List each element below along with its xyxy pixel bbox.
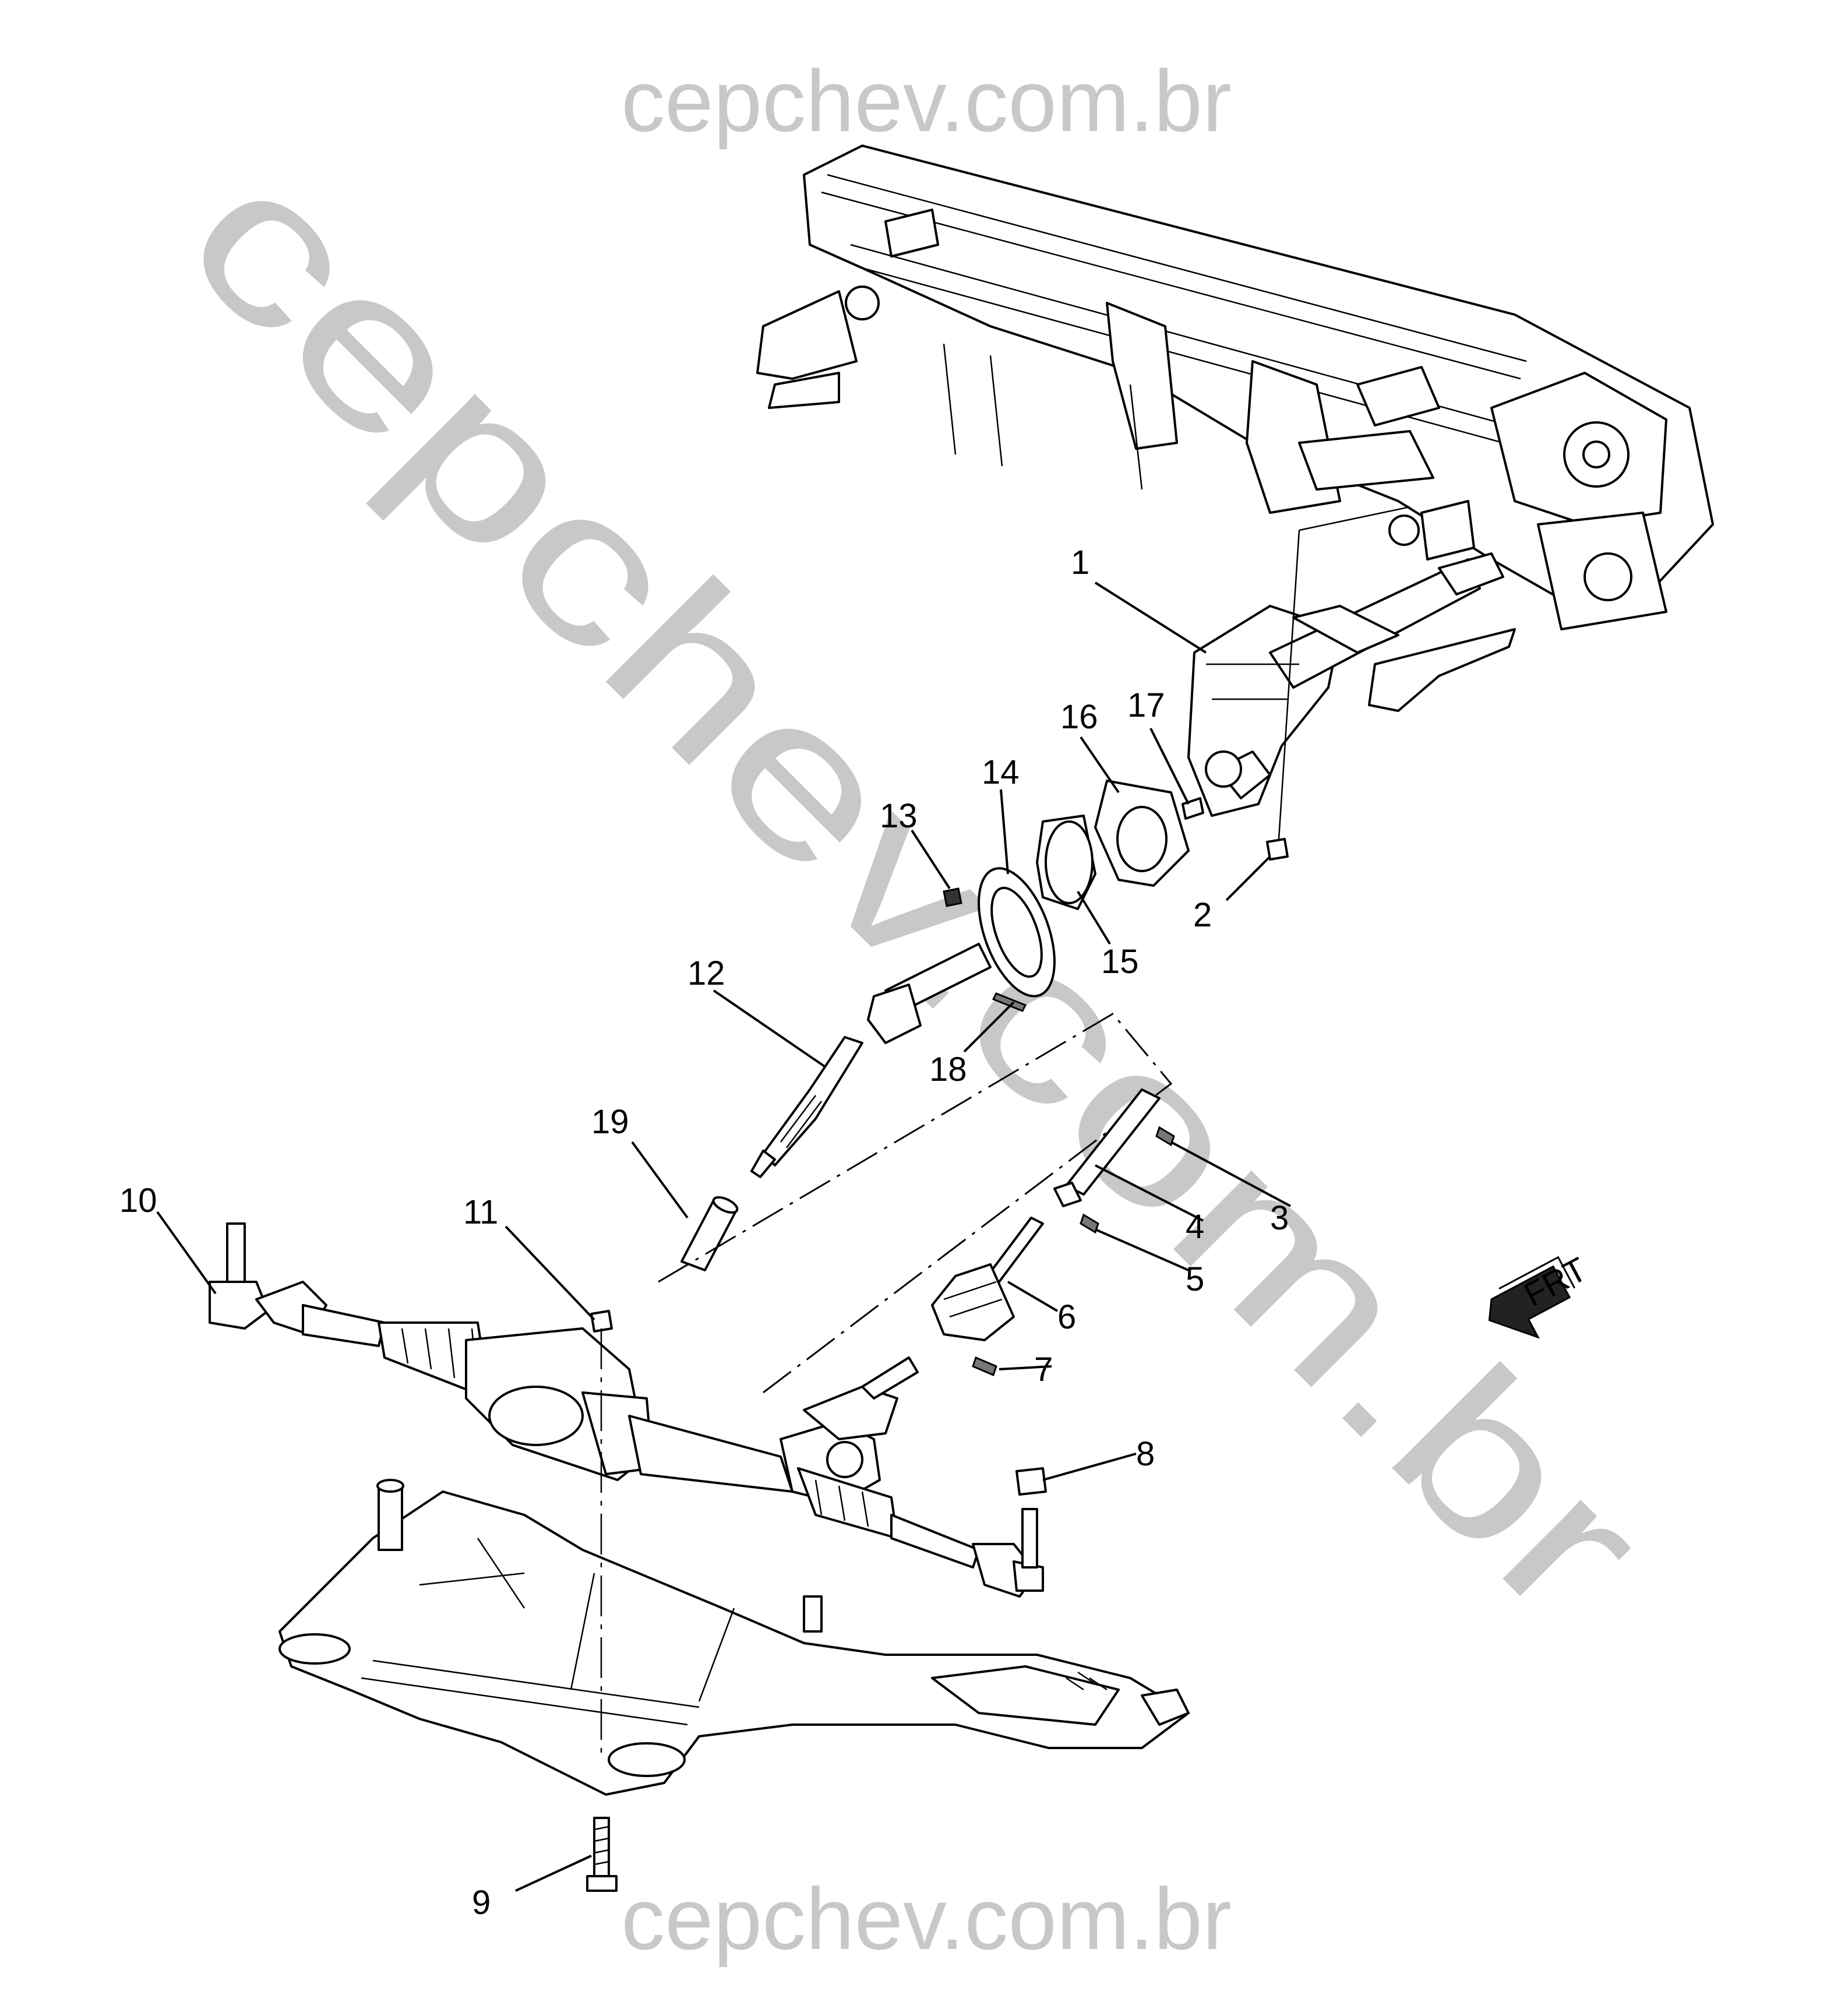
steering-column [1187,552,1516,817]
callout-10: 10 [119,1182,157,1220]
callout-19: 19 [591,1103,629,1141]
callout-14: 14 [982,753,1020,791]
callout-18: 18 [929,1051,967,1088]
callout-3: 3 [1270,1199,1289,1237]
subframe-bolt [586,1817,618,1892]
front-subframe [278,1479,1190,1796]
watermark-bottom: cepchev.com.br [621,1870,1232,1968]
exploded-view-outline [658,1013,1173,1394]
column-seal-assembly [943,506,1410,998]
callout-7: 7 [1034,1351,1053,1388]
leader-lines [156,581,1291,1892]
callout-16: 16 [1060,698,1098,736]
callout-11: 11 [463,1193,498,1231]
callout-15: 15 [1101,943,1139,981]
lower-shaft-parts [931,1088,1175,1377]
callout-1: 1 [1071,544,1089,581]
callout-8: 8 [1136,1435,1155,1473]
steering-gear [209,1222,1047,1598]
intermediate-shaft [680,943,1027,1271]
callout-17: 17 [1127,686,1165,724]
callout-12: 12 [687,954,725,992]
callout-9: 9 [472,1884,491,1922]
callout-2: 2 [1193,896,1212,934]
watermark-top: cepchev.com.br [621,52,1232,150]
callout-6: 6 [1057,1298,1076,1336]
cross-car-beam [756,144,1714,630]
callout-13: 13 [880,797,918,835]
callout-labels: 1 2 3 4 5 6 7 8 9 10 11 12 13 14 15 16 1… [119,544,1289,1922]
callout-4: 4 [1186,1208,1204,1246]
callout-5: 5 [1186,1260,1204,1298]
